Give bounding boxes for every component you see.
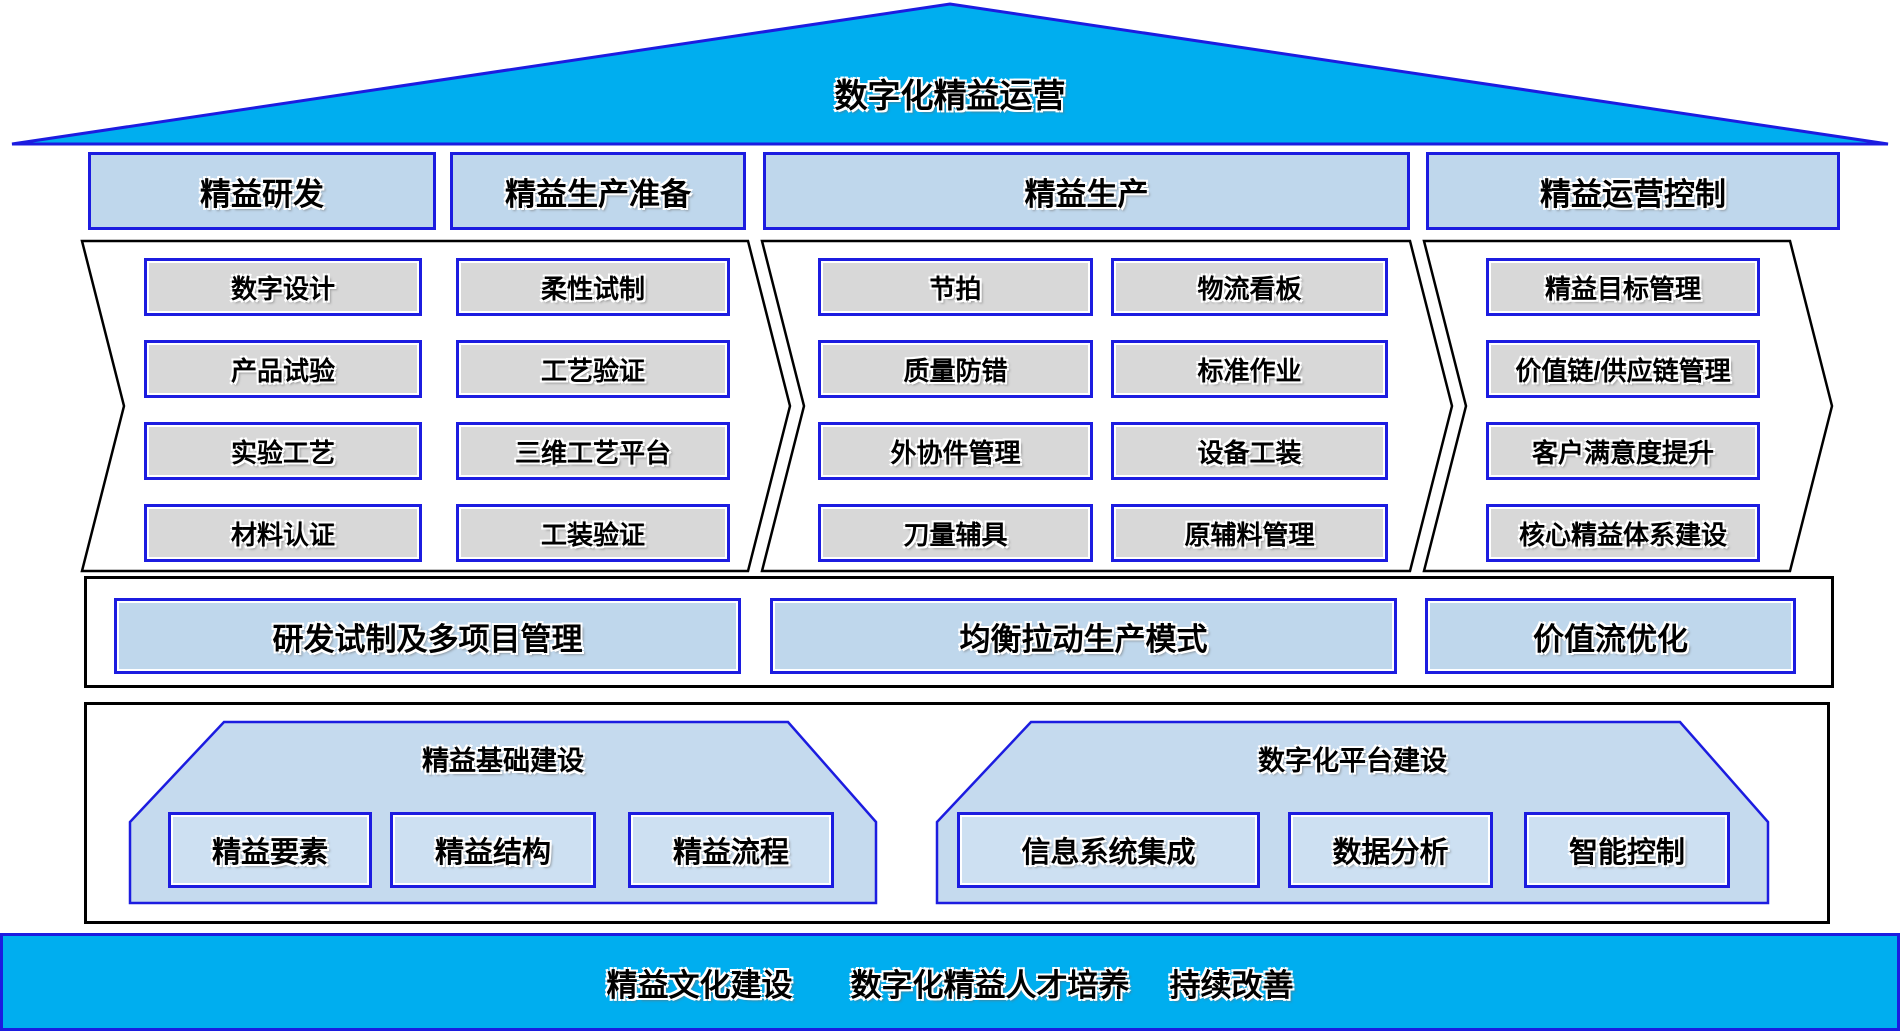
foundation-item-box: 信息系统集成 xyxy=(957,812,1260,888)
middle-box-value-stream-optimization: 价值流优化 xyxy=(1425,598,1796,674)
item-box: 原辅料管理 xyxy=(1111,504,1388,562)
item-box: 核心精益体系建设 xyxy=(1486,504,1760,562)
pillar-header-lean-rd: 精益研发 xyxy=(88,152,436,230)
item-box: 客户满意度提升 xyxy=(1486,422,1760,480)
roof-title: 数字化精益运营 xyxy=(834,77,1066,114)
item-box: 工艺验证 xyxy=(456,340,730,398)
foundation-item-box: 精益流程 xyxy=(628,812,834,888)
bottom-bar-item: 数字化精益人才培养 xyxy=(850,967,1130,1003)
item-box: 物流看板 xyxy=(1111,258,1388,316)
item-box: 材料认证 xyxy=(144,504,422,562)
item-box: 刀量辅具 xyxy=(818,504,1093,562)
item-box: 外协件管理 xyxy=(818,422,1093,480)
item-box: 节拍 xyxy=(818,258,1093,316)
pillar-header-lean-prod-prep: 精益生产准备 xyxy=(450,152,746,230)
item-box: 设备工装 xyxy=(1111,422,1388,480)
bottom-bar-item: 精益文化建设 xyxy=(606,967,793,1003)
item-box: 数字设计 xyxy=(144,258,422,316)
item-box: 价值链/供应链管理 xyxy=(1486,340,1760,398)
item-box: 实验工艺 xyxy=(144,422,422,480)
item-box: 质量防错 xyxy=(818,340,1093,398)
foundation-item-box: 精益结构 xyxy=(390,812,596,888)
bottom-culture-bar: 精益文化建设 数字化精益人才培养 持续改善 xyxy=(0,933,1900,1031)
item-box: 精益目标管理 xyxy=(1486,258,1760,316)
bottom-bar-item: 持续改善 xyxy=(1169,967,1294,1003)
foundation-item-box: 智能控制 xyxy=(1524,812,1730,888)
foundation-item-box: 精益要素 xyxy=(168,812,372,888)
item-box: 工装验证 xyxy=(456,504,730,562)
item-box: 柔性试制 xyxy=(456,258,730,316)
pillar-header-lean-ops-control: 精益运营控制 xyxy=(1426,152,1840,230)
item-box: 标准作业 xyxy=(1111,340,1388,398)
middle-box-balanced-pull-production: 均衡拉动生产模式 xyxy=(770,598,1397,674)
middle-box-rd-trial-multiproject: 研发试制及多项目管理 xyxy=(114,598,741,674)
item-box: 产品试验 xyxy=(144,340,422,398)
foundation-title-digital-platform: 数字化平台建设 xyxy=(1258,745,1447,776)
foundation-title-lean-base: 精益基础建设 xyxy=(422,745,584,776)
item-box: 三维工艺平台 xyxy=(456,422,730,480)
foundation-item-box: 数据分析 xyxy=(1288,812,1493,888)
pillar-header-lean-production: 精益生产 xyxy=(763,152,1410,230)
